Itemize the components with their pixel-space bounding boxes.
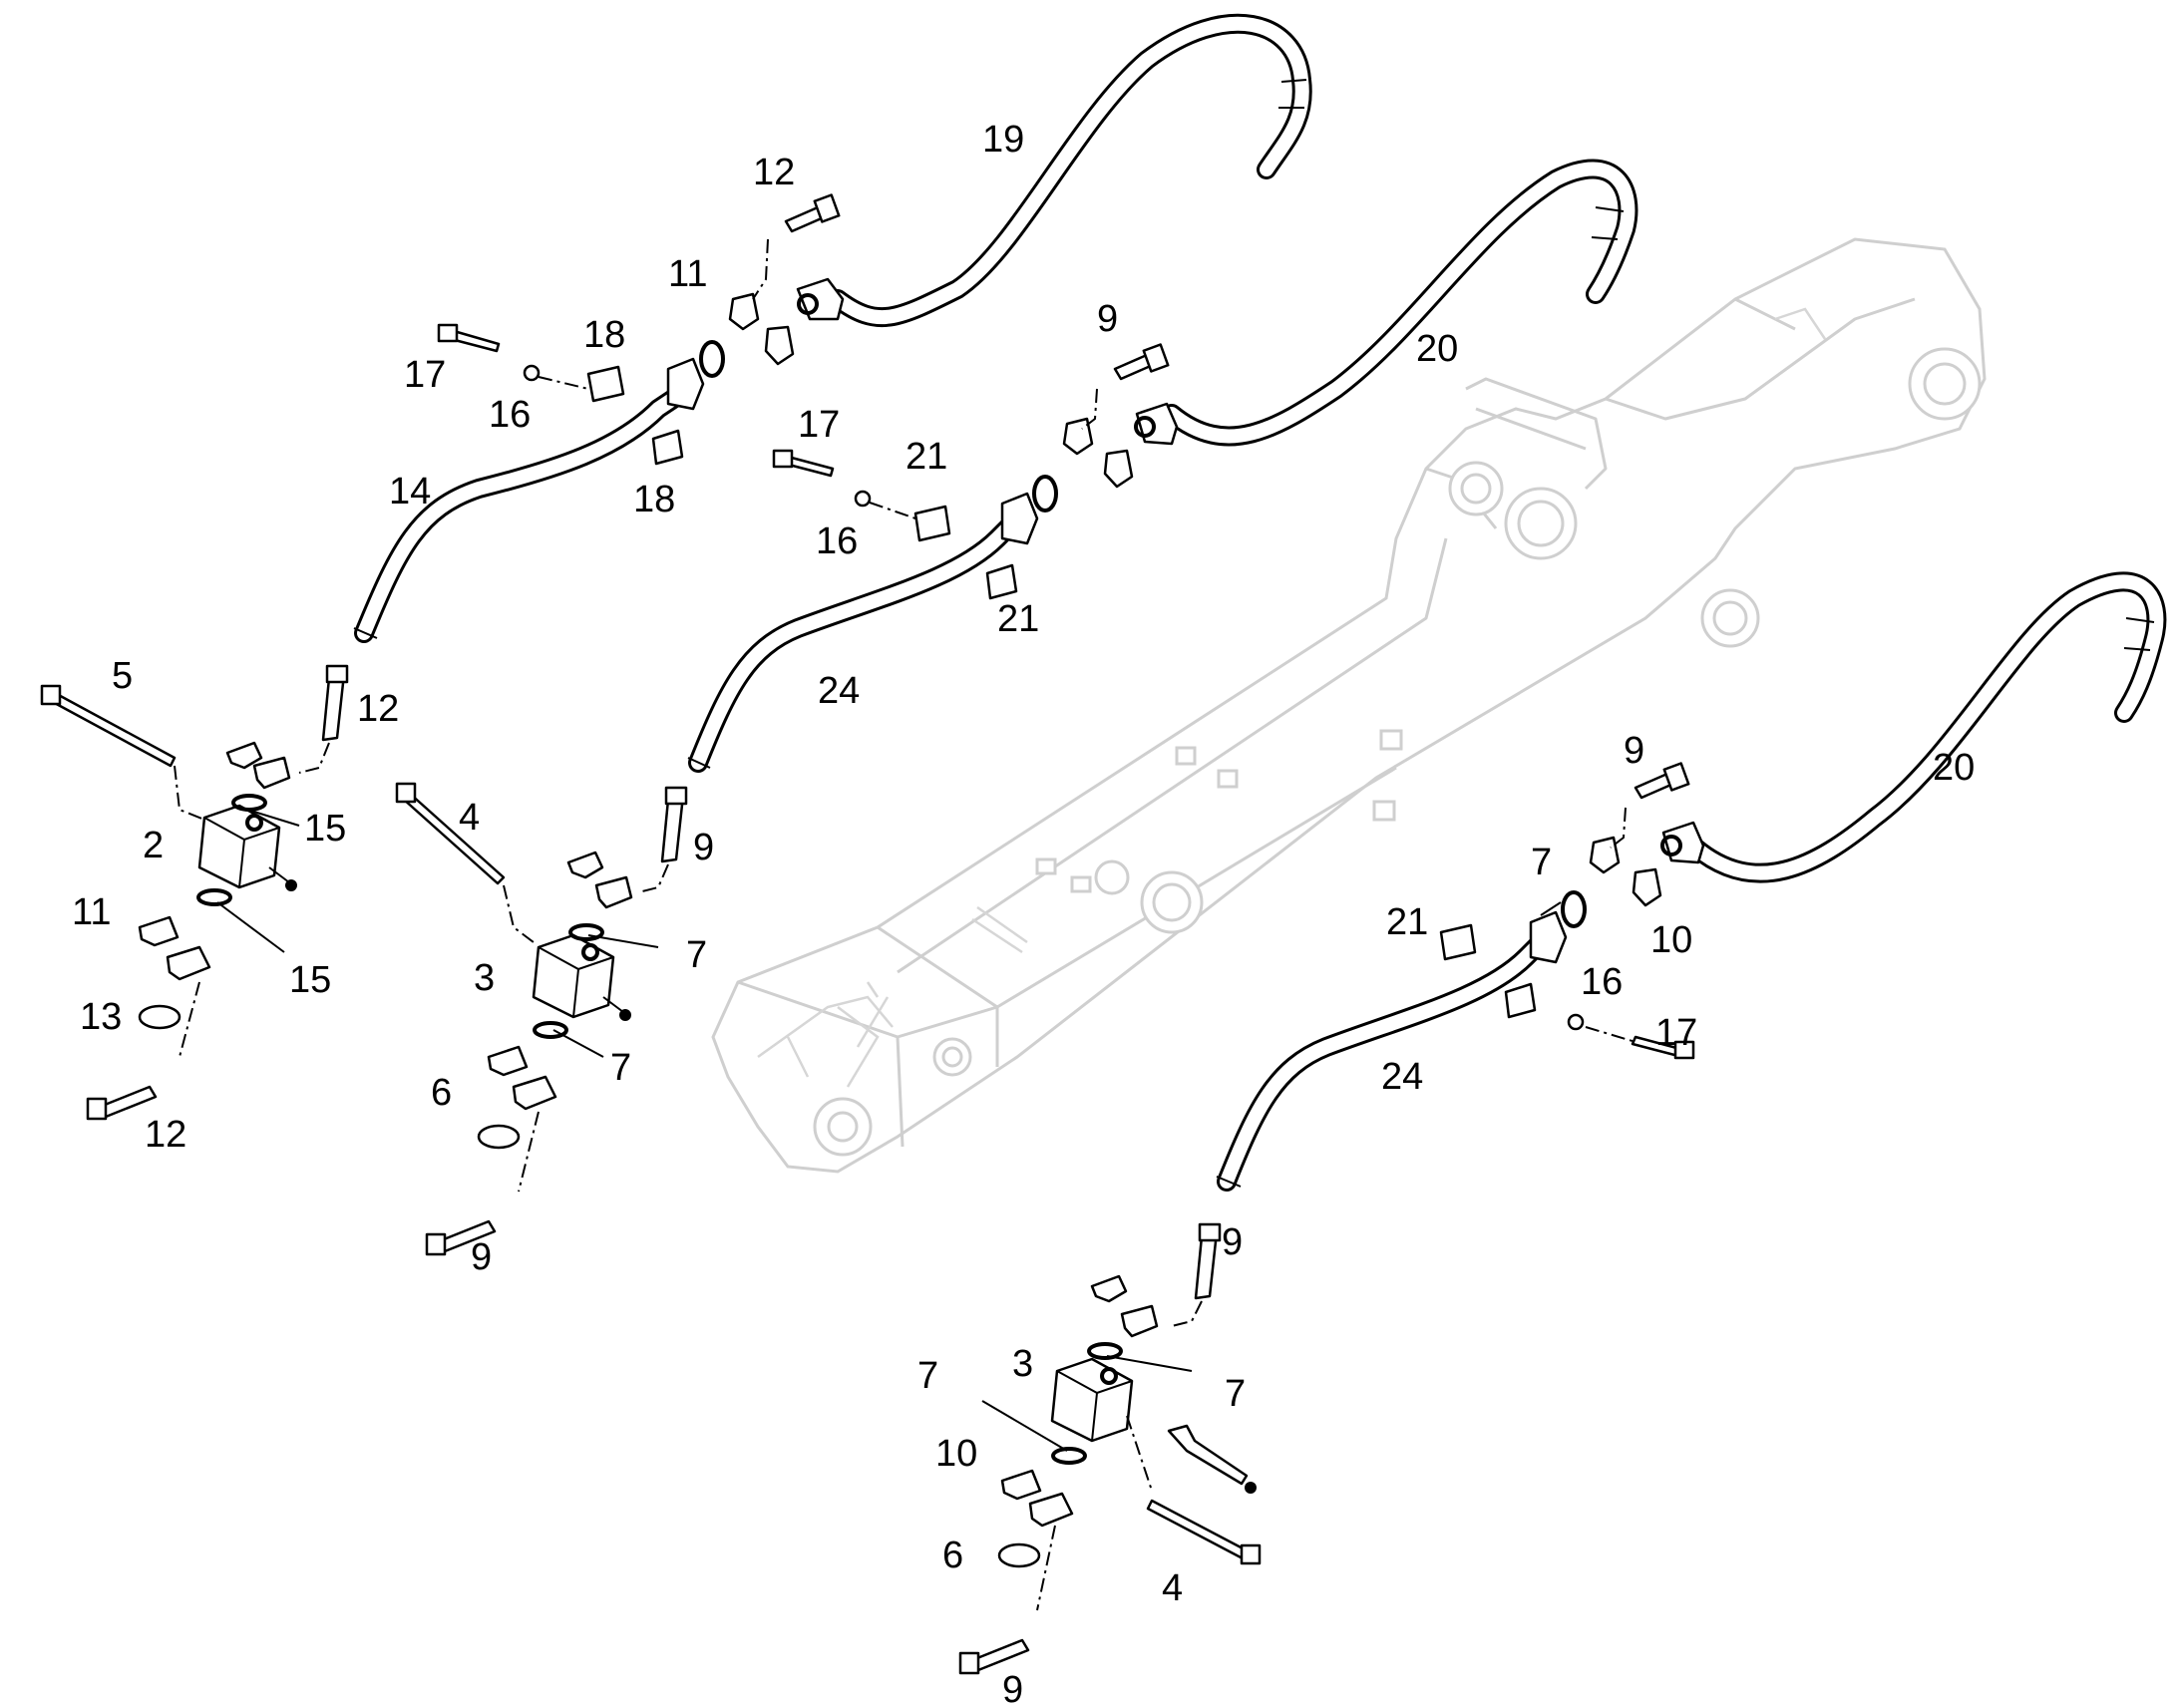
callout-12: 12 [145,1114,186,1156]
callout-12: 12 [753,152,795,193]
boom-structure [711,237,1987,1174]
parts [40,193,1705,1675]
callout-9: 9 [471,1236,492,1278]
callout-7: 7 [1531,842,1552,883]
callout-labels: 19 12 11 18 17 16 18 14 9 20 17 21 16 21… [72,119,1975,1708]
callout-4: 4 [459,797,480,839]
bolt-4-lower [1146,1499,1249,1560]
callout-21: 21 [1386,901,1428,943]
bolt-5 [49,691,177,768]
half-clamp-11-top [728,292,760,331]
callout-21: 21 [997,598,1039,640]
callout-17: 17 [404,354,446,396]
bolt-12-left-top [321,672,346,742]
callout-10: 10 [1650,919,1692,961]
bolt-12-left-bottom [98,1085,158,1119]
callout-17: 17 [798,404,840,446]
callout-16: 16 [816,520,858,562]
callout-24: 24 [818,670,860,712]
callout-6: 6 [942,1535,963,1576]
callout-13: 13 [80,996,122,1038]
flange-24-upper [1000,492,1039,545]
callout-9: 9 [693,827,714,868]
callout-11: 11 [668,253,707,295]
bolt-9-bottom-top [1194,1230,1219,1300]
flange-14 [666,357,705,411]
bolt-9-bottom-bottom [970,1638,1030,1672]
callout-16: 16 [1581,961,1623,1003]
callout-14: 14 [389,471,431,512]
callout-7: 7 [917,1355,938,1397]
valve-block-2 [197,804,281,889]
callout-9: 9 [1222,1221,1243,1263]
callout-12: 12 [357,688,399,730]
valve-block-3-upper [532,933,615,1019]
callout-16: 16 [489,394,531,436]
callout-15: 15 [304,808,346,850]
callout-19: 19 [982,119,1024,161]
callout-3: 3 [474,957,495,999]
leader-lines [216,809,1562,1452]
hose-20-lower [1685,571,2167,883]
callout-18: 18 [633,479,675,520]
callout-2: 2 [143,825,164,866]
callout-18: 18 [583,314,625,356]
callout-9: 9 [1002,1669,1023,1708]
callout-17: 17 [1655,1012,1697,1054]
callout-15: 15 [289,959,331,1001]
bolt-9-mid-top [660,794,685,863]
lever-arm [1167,1424,1249,1486]
hose-19 [828,13,1312,328]
callout-21: 21 [906,436,947,478]
callout-7: 7 [1225,1373,1246,1415]
elbow-fitting-20-lower [1661,821,1705,864]
callout-10: 10 [935,1433,977,1475]
callout-9: 9 [1097,298,1118,340]
callout-5: 5 [112,655,133,697]
callout-7: 7 [686,934,707,976]
hose-20-upper [1162,159,1638,447]
callout-11: 11 [72,891,111,933]
valve-block-3-lower [1050,1357,1134,1443]
hoses [353,13,2167,1192]
callout-4: 4 [1162,1567,1183,1609]
flange-24-lower [1529,910,1568,964]
callout-6: 6 [431,1072,452,1114]
callout-7: 7 [610,1047,631,1089]
callout-9: 9 [1624,730,1644,772]
callout-3: 3 [1012,1343,1033,1385]
callout-24: 24 [1381,1056,1423,1098]
callout-20: 20 [1416,328,1458,370]
bolt-4-upper [401,791,506,885]
callout-20: 20 [1933,747,1975,789]
